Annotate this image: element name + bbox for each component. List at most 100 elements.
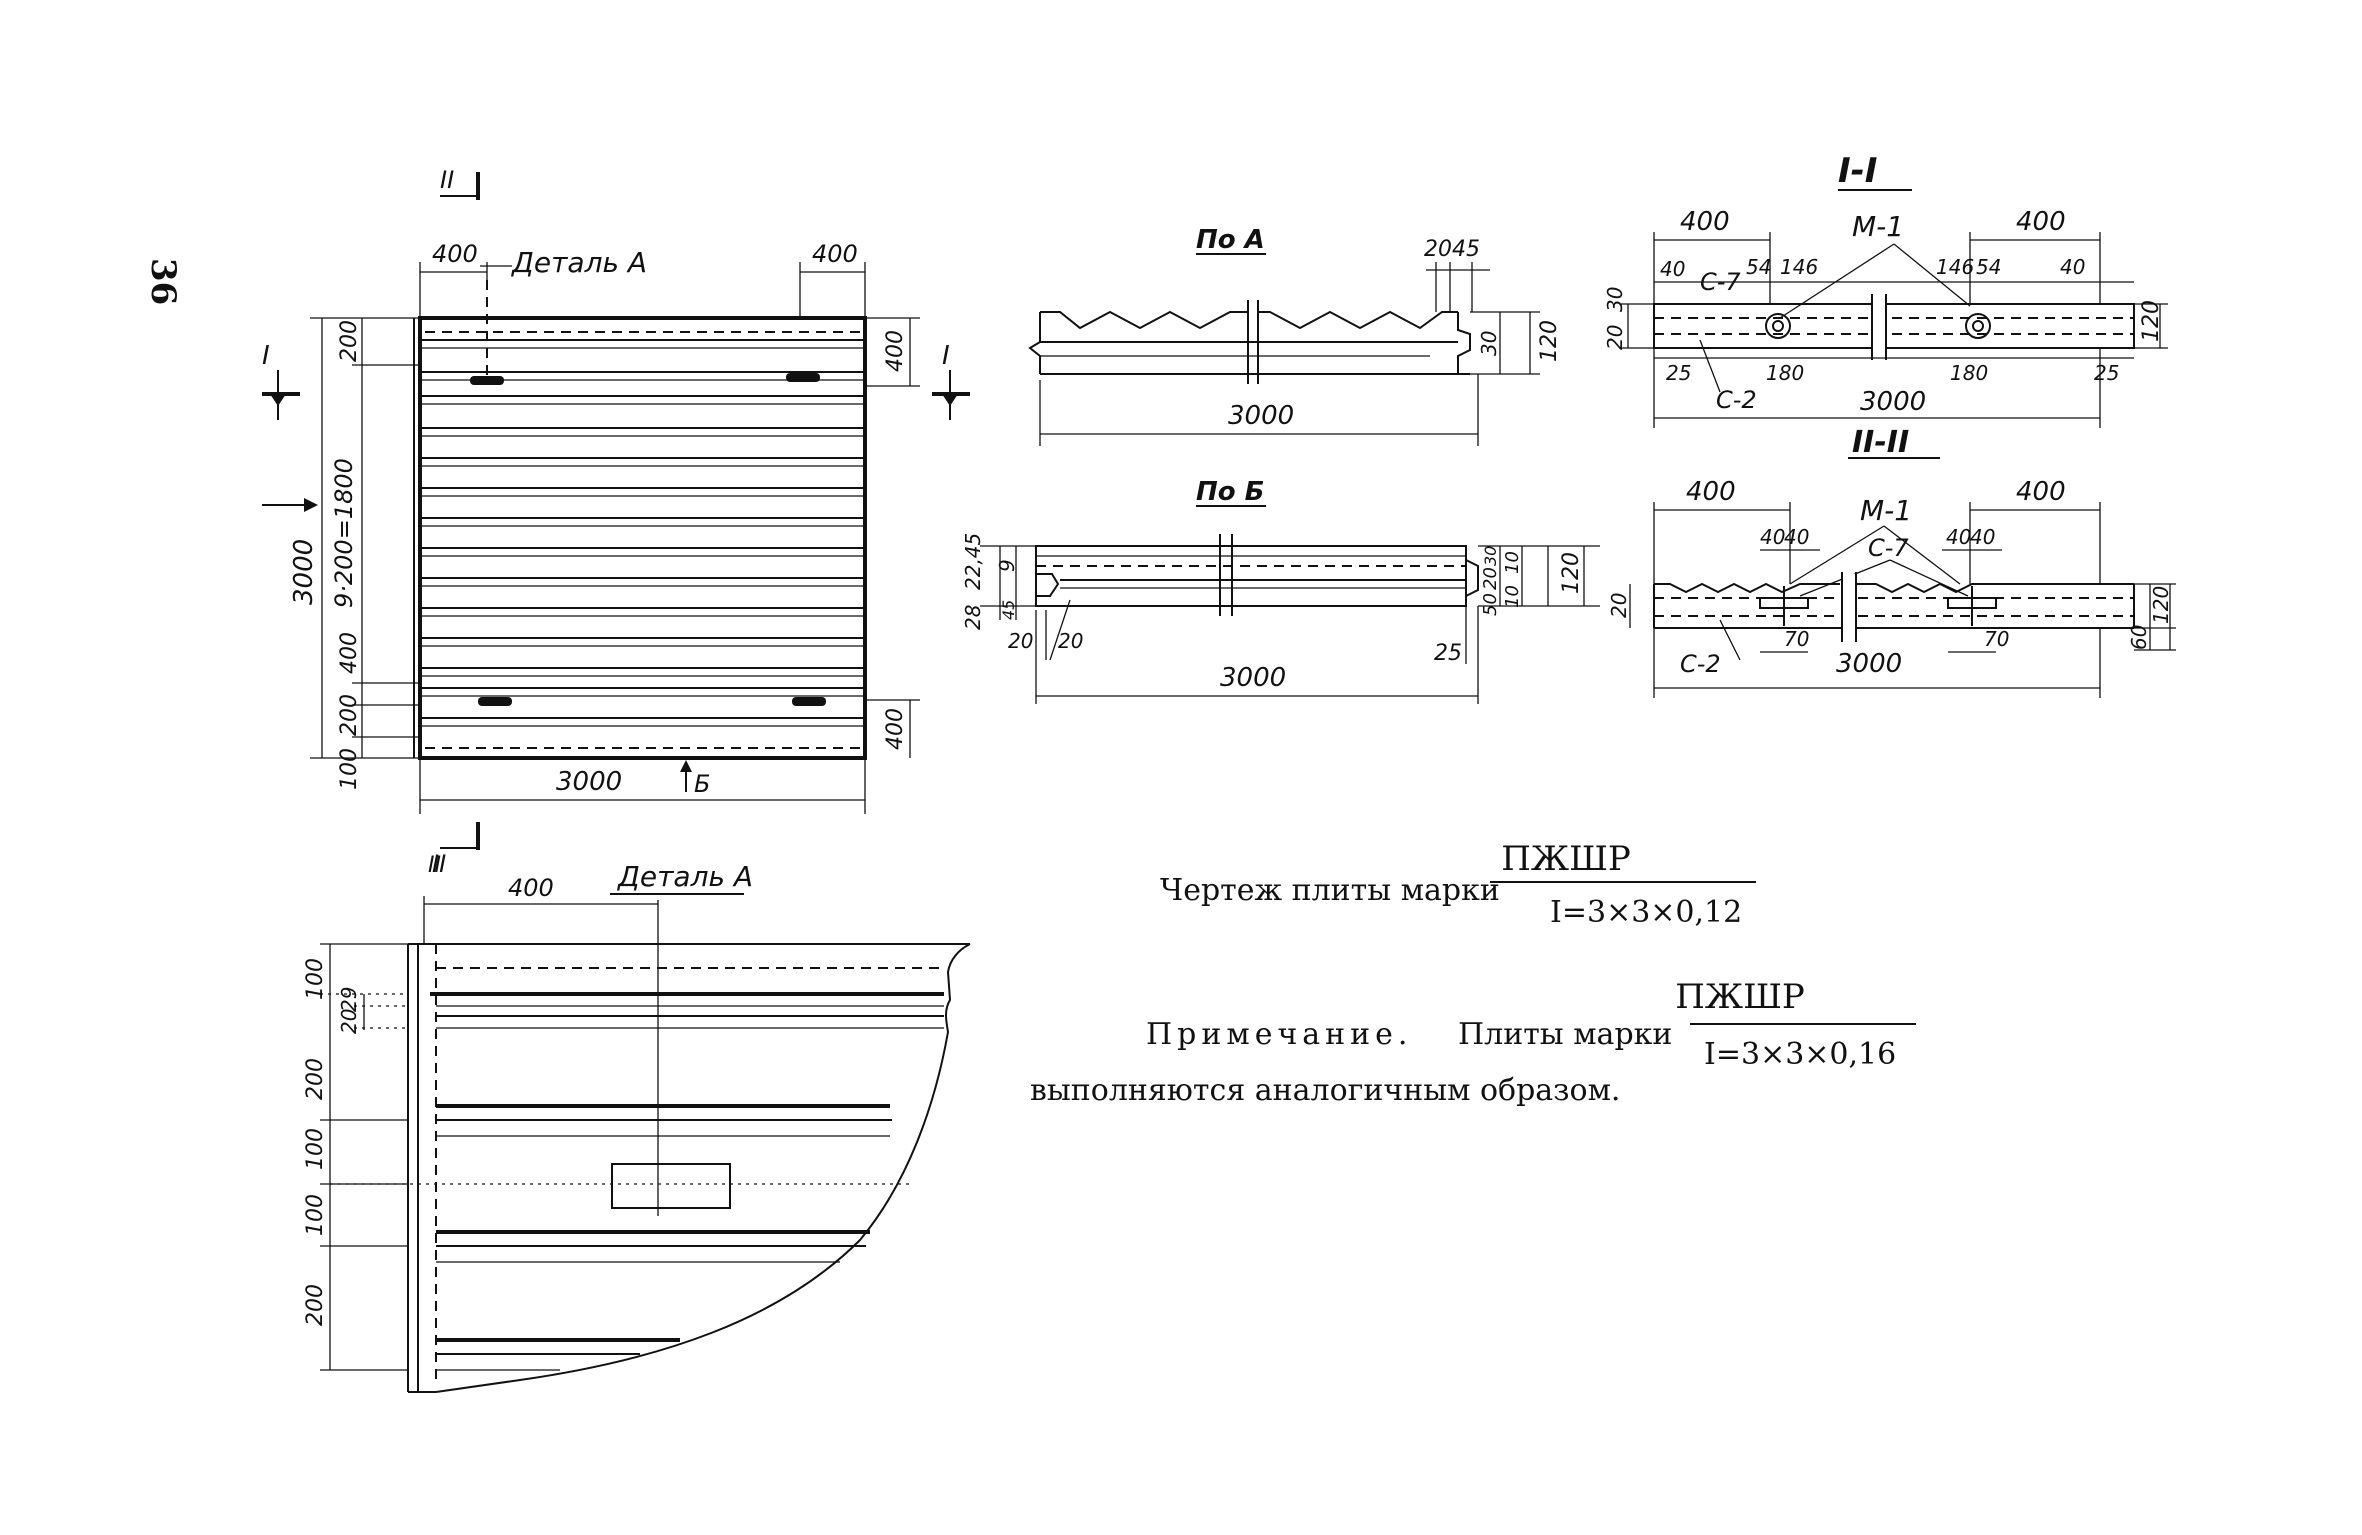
view-a-title: По А — [1196, 225, 1265, 255]
plan-dim-200-top: 200 — [337, 320, 362, 362]
detail-dim-200-b: 200 — [303, 1284, 328, 1326]
section-1-dim-40-left: 40 — [1660, 257, 1685, 281]
caption-prefix: Чертеж плиты марки — [1160, 873, 1500, 908]
plan-dim-400-bottom: 400 — [337, 632, 362, 674]
plan-dim-length: 3000 — [556, 767, 622, 797]
section-2-dim-40a: 40 — [1760, 525, 1785, 549]
section-1-m1: М-1 — [1852, 210, 1904, 243]
plan-dim-200-bottom: 200 — [337, 694, 362, 736]
section-1-dim-20: 20 — [1603, 325, 1627, 350]
plan-embedded-plate — [792, 697, 826, 706]
section-2-m1: М-1 — [1860, 494, 1912, 527]
plan-ribs — [420, 339, 865, 727]
detail-a: Деталь А II 400 — [303, 853, 971, 1393]
view-b-dim-28: 28 — [961, 605, 985, 630]
detail-dim-100-a: 100 — [303, 1128, 328, 1170]
section-2-2: II-II М-1 С-7 400 400 40 40 — [1607, 425, 2176, 698]
plan-section-mark-left: I — [262, 341, 270, 371]
note-text-1: Плиты марки — [1458, 1017, 1672, 1052]
section-1-title: I-I — [1838, 151, 1877, 191]
section-2-c2: С-2 — [1680, 650, 1721, 678]
section-2-dim-60: 60 — [2127, 625, 2151, 650]
section-1-dim-30: 30 — [1603, 287, 1627, 312]
note-mark-top: ПЖШР — [1675, 977, 1805, 1017]
plan-dim-ribs: 9·200=1800 — [330, 458, 358, 608]
note-label: Примечание. — [1146, 1017, 1412, 1052]
detail-dim-100-top: 100 — [303, 958, 328, 1000]
caption-mark-top: ПЖШР — [1501, 839, 1631, 879]
plan-dim-400-right: 400 — [812, 240, 858, 268]
plan-dim-400-left: 400 — [432, 240, 478, 268]
view-b: По Б 28 22,45 9 45 20 20 25 50 — [961, 477, 1600, 704]
plan-section-mark-right: I — [942, 341, 950, 371]
detail-dim-100-b: 100 — [303, 1194, 328, 1236]
plan-view-b-label: Б — [694, 770, 710, 798]
section-2-dim-40d: 40 — [1970, 525, 1995, 549]
detail-title: Деталь А — [616, 860, 753, 893]
view-a: По А 3000 20 45 30 120 — [1028, 225, 1562, 446]
plan-embedded-plate — [478, 697, 512, 706]
view-a-dim-45: 45 — [1452, 237, 1480, 262]
note: Примечание. Плиты марки ПЖШР I=3×3×0,16 … — [1030, 977, 1916, 1108]
section-1-dim-25-left: 25 — [1666, 361, 1691, 385]
view-b-dim-50: 50 — [1480, 593, 1501, 616]
note-text-2: выполняются аналогичным образом. — [1030, 1073, 1620, 1108]
detail-dim-400: 400 — [508, 874, 554, 902]
section-2-dim-20: 20 — [1607, 593, 1631, 618]
section-1-c7: С-7 — [1700, 268, 1741, 296]
detail-embedded-plate — [611, 1163, 731, 1209]
view-a-dim-120: 120 — [1537, 320, 1562, 362]
plan-dim-100-bottom: 100 — [337, 748, 362, 790]
section-1-dim-120: 120 — [2139, 300, 2164, 342]
section-1-dim-400-right: 400 — [2016, 207, 2066, 237]
view-b-dim-20b: 20 — [1058, 629, 1083, 653]
plan-dim-400-right-bottom: 400 — [883, 708, 908, 750]
view-b-dim-9: 9 — [995, 559, 1019, 572]
section-2-dim-400-right: 400 — [2016, 477, 2066, 507]
plan-dim-400-right-top: 400 — [883, 330, 908, 372]
view-b-dim-20c: 20 — [1480, 567, 1501, 590]
section-2-dim-70-left: 70 — [1784, 627, 1809, 651]
section-2-dim-40b: 40 — [1784, 525, 1809, 549]
view-b-dim-10a: 10 — [1502, 551, 1523, 574]
plan-section-mark-top: II — [440, 166, 454, 194]
detail-section-mark: II — [428, 853, 441, 878]
page-number: 36 — [143, 258, 183, 305]
section-1-dim-54-right: 54 — [1976, 255, 2001, 279]
plan-view: 400 400 Деталь А II II I I 3000 — [262, 166, 970, 878]
view-a-dim-length: 3000 — [1228, 401, 1294, 431]
section-1-dim-400-left: 400 — [1680, 207, 1730, 237]
caption: Чертеж плиты марки ПЖШР I=3×3×0,12 — [1160, 839, 1756, 930]
section-1-dim-146-right: 146 — [1936, 255, 1974, 279]
section-1-dim-40-right: 40 — [2060, 255, 2085, 279]
section-1-embedded-left — [1765, 313, 1791, 339]
section-1-embedded-right — [1965, 313, 1991, 339]
section-1-dim-180-left: 180 — [1766, 361, 1804, 385]
plan-section-mark-bottom: II — [432, 850, 446, 878]
section-2-c7: С-7 — [1868, 534, 1909, 562]
section-2-dim-70-right: 70 — [1984, 627, 2009, 651]
section-1-dim-180-right: 180 — [1950, 361, 1988, 385]
detail-dim-20: 20 — [337, 1009, 361, 1034]
note-mark-bottom: I=3×3×0,16 — [1704, 1037, 1896, 1072]
caption-mark-bottom: I=3×3×0,12 — [1550, 895, 1742, 930]
section-1-dim-146-left: 146 — [1780, 255, 1818, 279]
plan-detail-label: Деталь А — [510, 246, 647, 279]
view-b-dim-length: 3000 — [1220, 663, 1286, 693]
view-b-dim-120: 120 — [1559, 552, 1584, 594]
section-1-dim-length: 3000 — [1860, 387, 1926, 417]
view-b-dim-45: 45 — [999, 600, 1018, 620]
view-b-dim-2245: 22,45 — [961, 533, 985, 590]
detail-dim-29: 29 — [337, 987, 361, 1012]
section-1-dim-25-right: 25 — [2094, 361, 2119, 385]
section-2-title: II-II — [1852, 425, 1909, 460]
view-a-dim-30: 30 — [1477, 331, 1501, 356]
view-b-dim-25: 25 — [1434, 641, 1462, 666]
detail-dim-200-a: 200 — [303, 1058, 328, 1100]
section-2-dim-120: 120 — [2149, 586, 2173, 624]
plan-embedded-plate — [786, 373, 820, 382]
view-b-dim-30: 30 — [1481, 546, 1500, 566]
section-1-c2: С-2 — [1716, 386, 1757, 414]
section-2-dim-40c: 40 — [1946, 525, 1971, 549]
